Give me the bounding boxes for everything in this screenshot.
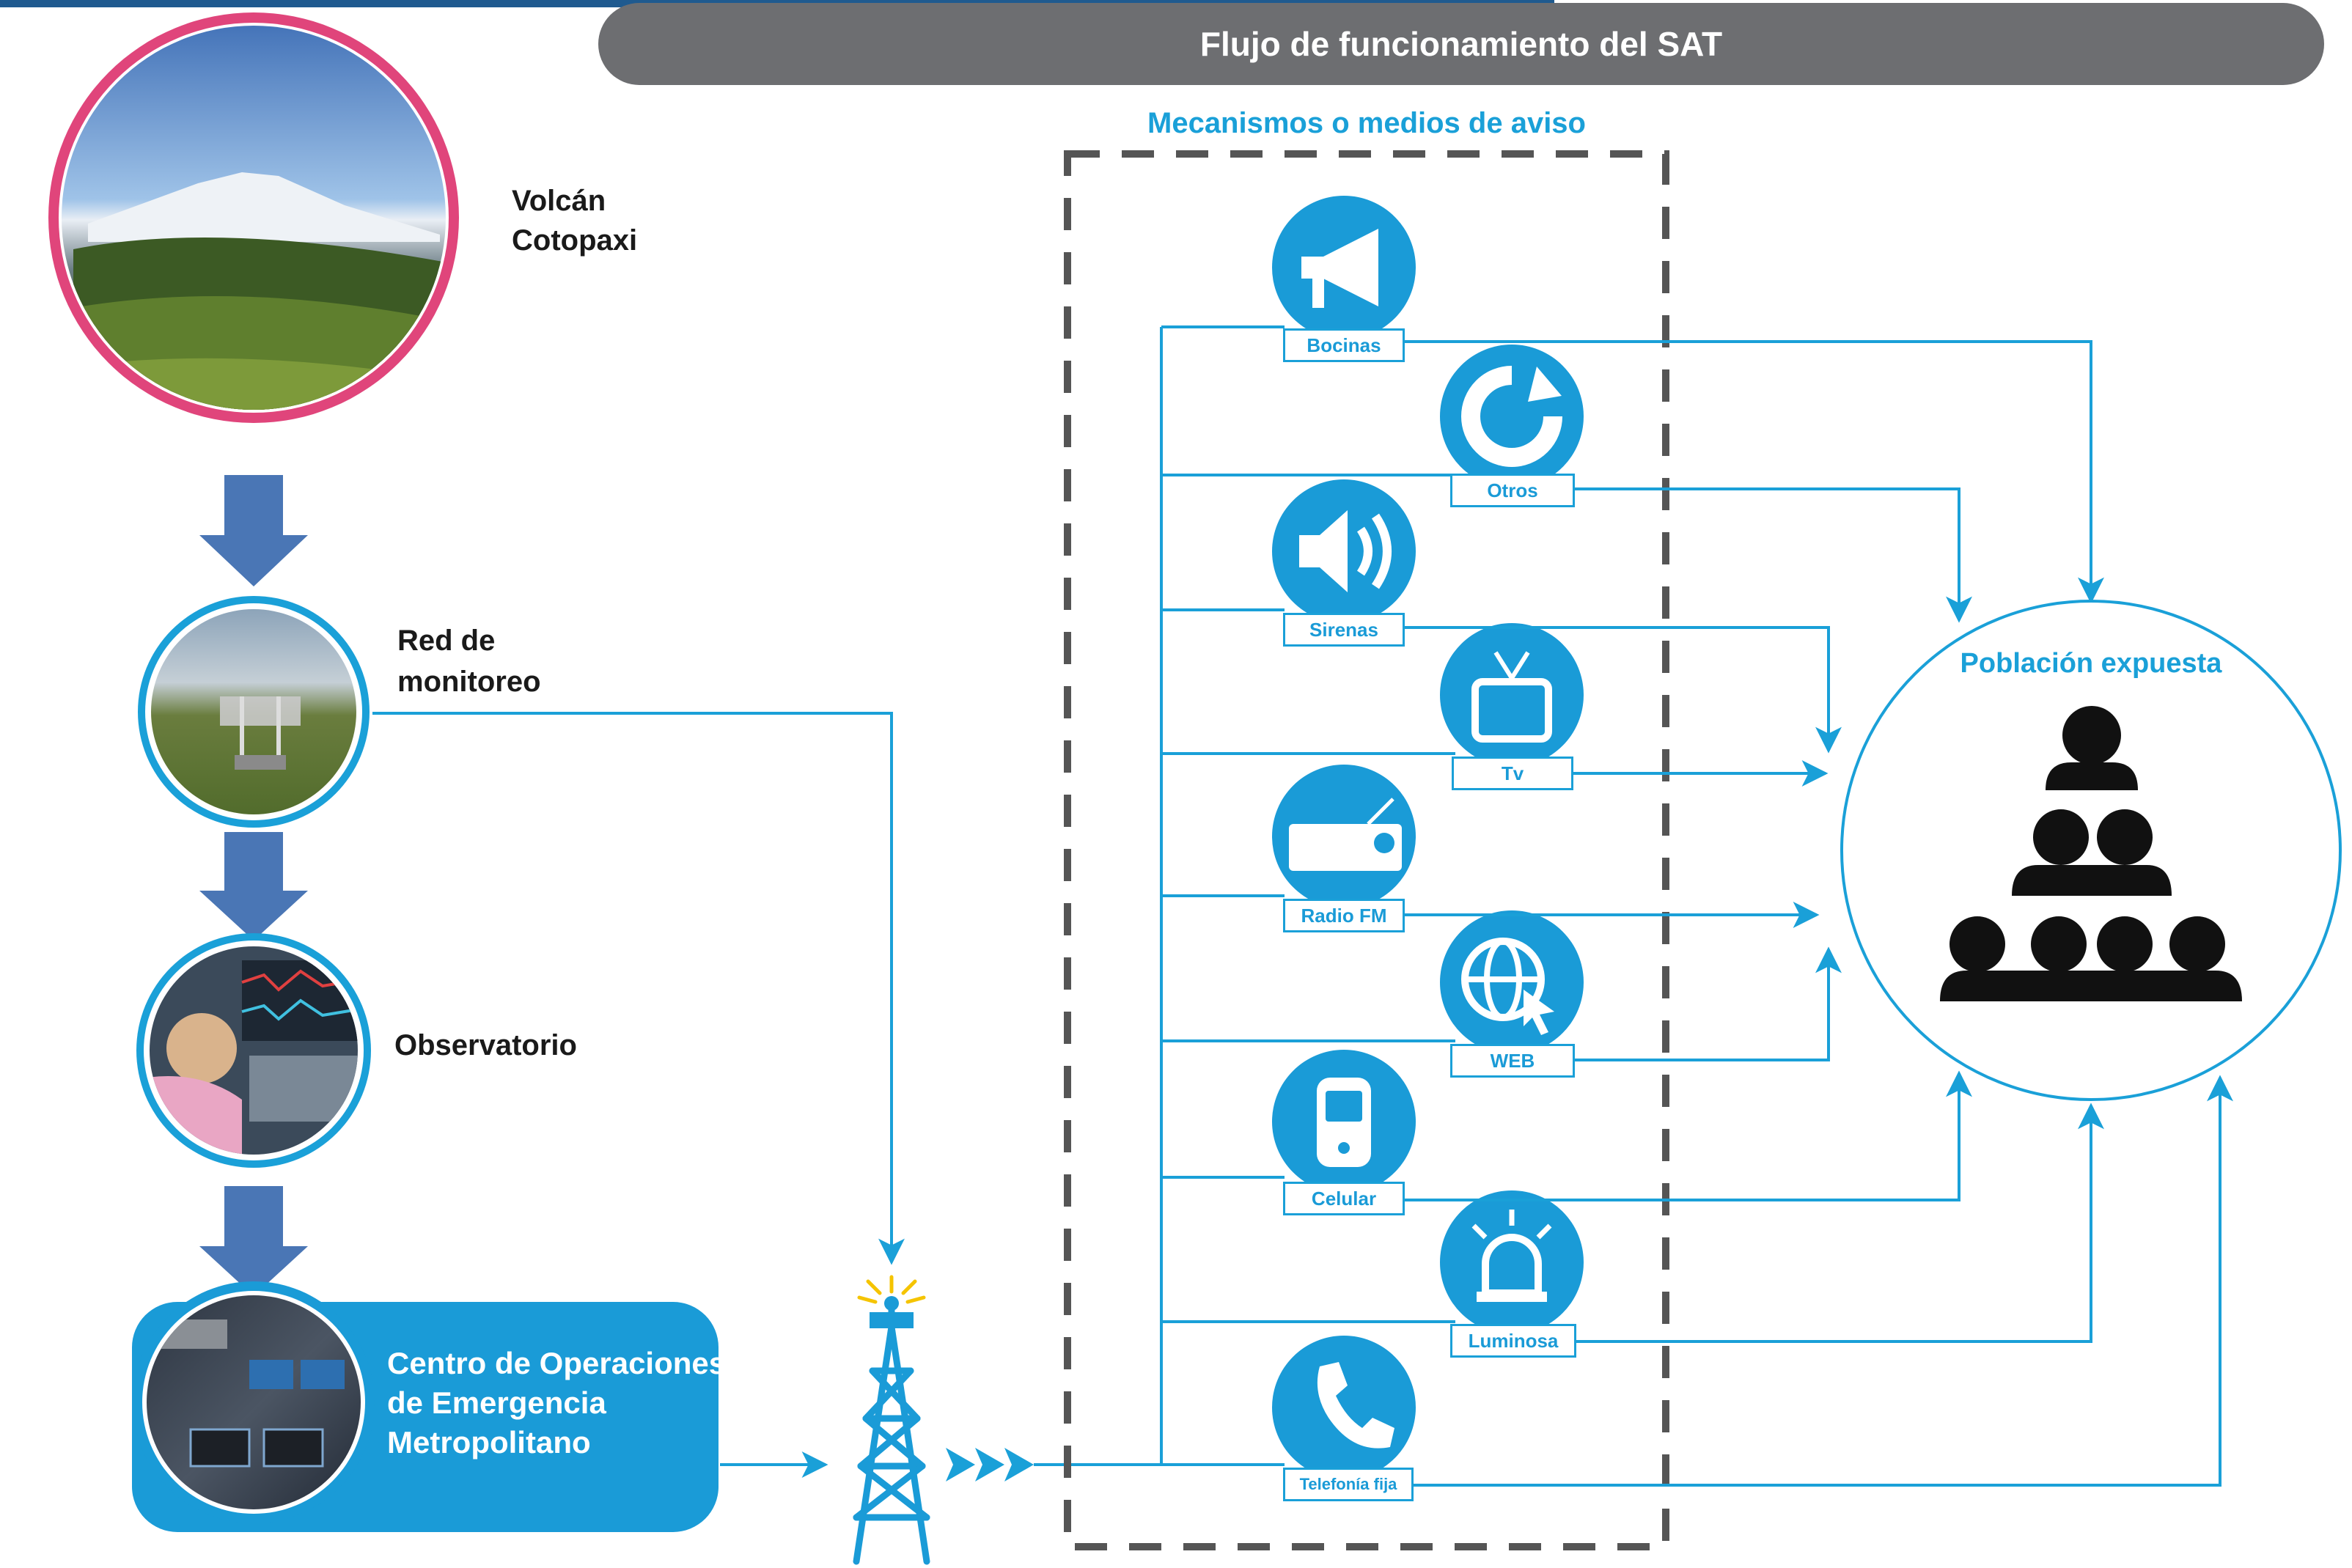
people-pyramid-icon [1940,706,2242,1001]
control-room-photo [147,1295,361,1509]
telephone-icon [1272,1336,1416,1479]
arrow-down-2 [199,832,308,941]
tag-luminosa: Luminosa [1450,1324,1576,1358]
beacon-light-icon [1440,1190,1584,1334]
arrow-down-3 [199,1186,308,1296]
megaphone-icon [1272,196,1416,339]
monitoring-station-photo [151,609,356,814]
tag-telefonia-fija: Telefonía fija [1283,1468,1414,1501]
coe-label-line1: Centro de Operaciones [387,1346,727,1380]
globe-cursor-icon [1440,910,1584,1054]
radio-icon [1272,765,1416,908]
coe-node [132,1281,719,1532]
volcano-label-line2: Cotopaxi [512,224,638,257]
tv-icon [1440,623,1584,767]
coe-label-line2: de Emergencia [387,1385,606,1420]
monitoring-to-tower-line [372,712,905,1265]
network-label-line2: monitoreo [397,666,541,698]
volcano-label-line1: Volcán [512,185,606,217]
diagram-title: Flujo de funcionamiento del SAT [1199,25,1723,63]
tag-web: WEB [1450,1044,1575,1078]
tag-otros: Otros [1450,474,1575,507]
monitoring-network-node [138,596,370,828]
antenna-tower-icon [853,1296,930,1565]
mechanisms-dashed-box [1064,150,1669,1550]
speaker-icon [1272,479,1416,623]
tag-bocinas: Bocinas [1283,328,1405,362]
chevron-arrows-icon [946,1448,1034,1481]
output-lines [1403,340,2233,1487]
coe-label-line3: Metropolitano [387,1425,591,1460]
refresh-icon [1440,345,1584,488]
title-bar [598,3,2324,85]
observatory-label: Observatorio [394,1029,577,1061]
signal-rays-icon [857,1275,926,1304]
network-label-line1: Red de [397,625,496,657]
volcano-node [48,12,459,423]
tag-sirenas: Sirenas [1283,613,1405,647]
cellphone-icon [1272,1050,1416,1193]
tag-tv: Tv [1452,757,1573,790]
tag-radio-fm: Radio FM [1283,899,1405,932]
population-label: Población expuesta [1960,648,2222,679]
branch-lines [1161,325,1455,1466]
mechanisms-header: Mecanismos o medios de aviso [1147,107,1586,139]
arrow-down-1 [199,475,308,586]
tag-celular: Celular [1283,1182,1405,1215]
observatory-node [136,933,371,1168]
